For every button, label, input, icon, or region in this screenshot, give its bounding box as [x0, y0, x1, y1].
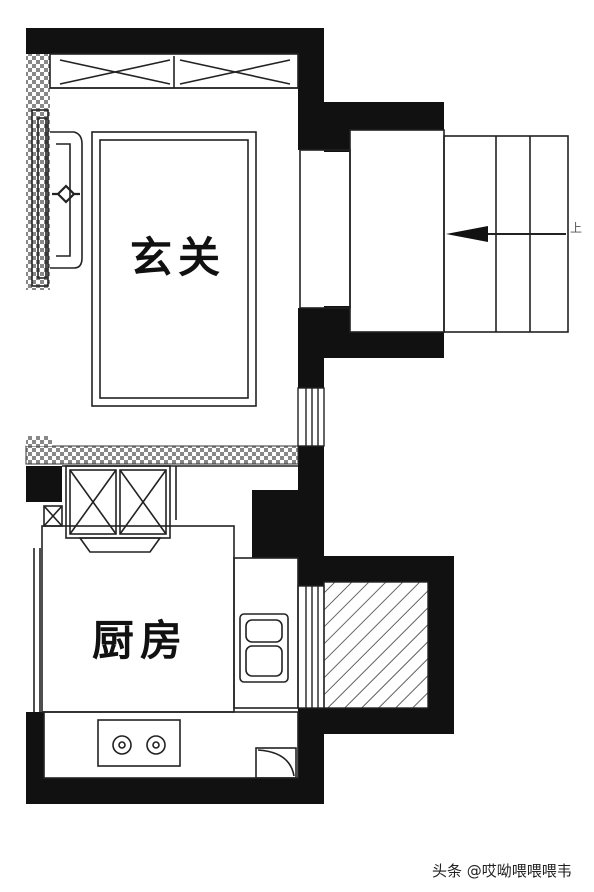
- wall-bottom: [26, 778, 324, 804]
- kitchen-counter-right: [233, 557, 299, 709]
- watermark-text: 头条 @哎呦喂喂喂韦: [432, 862, 572, 880]
- stair-landing: [349, 129, 445, 333]
- window-shaft: [297, 585, 325, 709]
- arrow-head-icon: [446, 226, 488, 242]
- shaft-wall-right: [428, 556, 454, 734]
- kitchen-room: [33, 465, 299, 779]
- walls: [26, 28, 454, 804]
- corner-unit: [255, 747, 297, 779]
- stair-wall-left-bottom: [324, 306, 350, 358]
- room-label-entry: 玄关: [130, 233, 226, 282]
- room-label-kitchen: 厨房: [92, 616, 188, 665]
- brick-stub: [26, 436, 52, 446]
- range-hood: [78, 537, 162, 553]
- hatched-shaft: [323, 581, 429, 709]
- burner-left-icon: [112, 735, 132, 755]
- wall-block-left: [26, 466, 62, 502]
- stair-wall-left-top: [324, 102, 350, 152]
- wall-right-middle: [298, 308, 324, 388]
- brick-wall-divider: [25, 445, 299, 465]
- wall-left-lower: [26, 712, 44, 804]
- entry-rug: [91, 131, 257, 407]
- window-right: [297, 387, 325, 447]
- wall-top: [26, 28, 324, 54]
- wall-right-lower: [298, 446, 324, 586]
- stair-flight: [443, 135, 569, 333]
- stove-counter: [43, 711, 299, 779]
- wall-right-upper: [298, 28, 324, 150]
- entrance-opening: [299, 149, 351, 309]
- entry-side-cabinet: [31, 109, 83, 287]
- sink: [239, 613, 289, 683]
- decorative-flower-icon: [52, 184, 80, 204]
- gas-stove: [97, 719, 181, 767]
- entry-room: [49, 53, 299, 407]
- entrance-area: [299, 129, 569, 333]
- stair-up-mark: 上: [570, 221, 582, 235]
- kitchen-upper-cabinet: [65, 465, 171, 539]
- burner-right-icon: [146, 735, 166, 755]
- kitchen-pillar: [252, 490, 298, 558]
